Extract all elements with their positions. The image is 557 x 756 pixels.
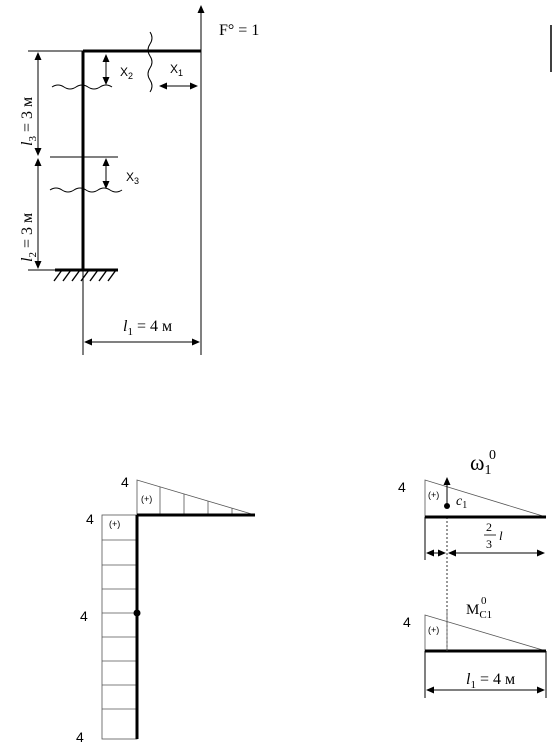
moment-diagram: 4 4 4 4 (+) (+) [76, 474, 256, 745]
column-hatching [102, 539, 137, 710]
moment-sup: 0 [481, 595, 487, 607]
centroid-label: c1 [456, 494, 467, 511]
moment-label: MC1 [466, 602, 492, 621]
lower-sign: (+) [428, 625, 439, 635]
upper-area-triangle [424, 479, 547, 518]
fraction-variable: l [499, 528, 503, 543]
upper-value: 4 [398, 479, 406, 495]
omega-sup: 0 [489, 448, 496, 463]
column-sign: (+) [109, 519, 120, 529]
upper-sign: (+) [428, 490, 439, 500]
area-diagram: 4 (+) ω1 0 c1 2 3 l 4 (+) MC1 0 l1 = 4 м [398, 448, 547, 698]
x2-label: X2 [120, 65, 133, 81]
lower-value: 4 [403, 614, 411, 630]
column-midpoint [133, 609, 141, 617]
mid-value: 4 [80, 608, 88, 624]
l2-dimension-label: l2 = 3 м [19, 213, 39, 262]
cut-wavy-line-lower-column [49, 187, 123, 193]
corner-value: 4 [86, 511, 94, 527]
l1-dimension-label: l1 = 4 м [123, 318, 172, 338]
unit-force-label: F° = 1 [219, 22, 259, 39]
fixed-support-hatching [53, 269, 117, 282]
beam-moment-triangle [136, 479, 256, 516]
fraction-numerator: 2 [486, 520, 492, 534]
x1-label: X1 [170, 62, 183, 78]
centroid-point [444, 503, 450, 509]
x3-label: X3 [126, 170, 139, 186]
cut-wavy-line-upper-column [51, 84, 113, 90]
l3-dimension-label: l3 = 3 м [19, 97, 39, 146]
frame-scheme: F° = 1 X1 X2 X3 [19, 5, 259, 355]
l1-dimension-label-2: l1 = 4 м [466, 671, 515, 691]
beam-hatching [159, 487, 233, 515]
omega-label: ω1 [470, 450, 491, 478]
beam-top-value: 4 [121, 474, 129, 490]
column-moment-rect [101, 514, 138, 740]
fraction-denominator: 3 [486, 537, 492, 551]
bottom-value: 4 [76, 729, 84, 745]
cut-wavy-line-beam [147, 31, 153, 93]
beam-sign: (+) [141, 494, 152, 504]
